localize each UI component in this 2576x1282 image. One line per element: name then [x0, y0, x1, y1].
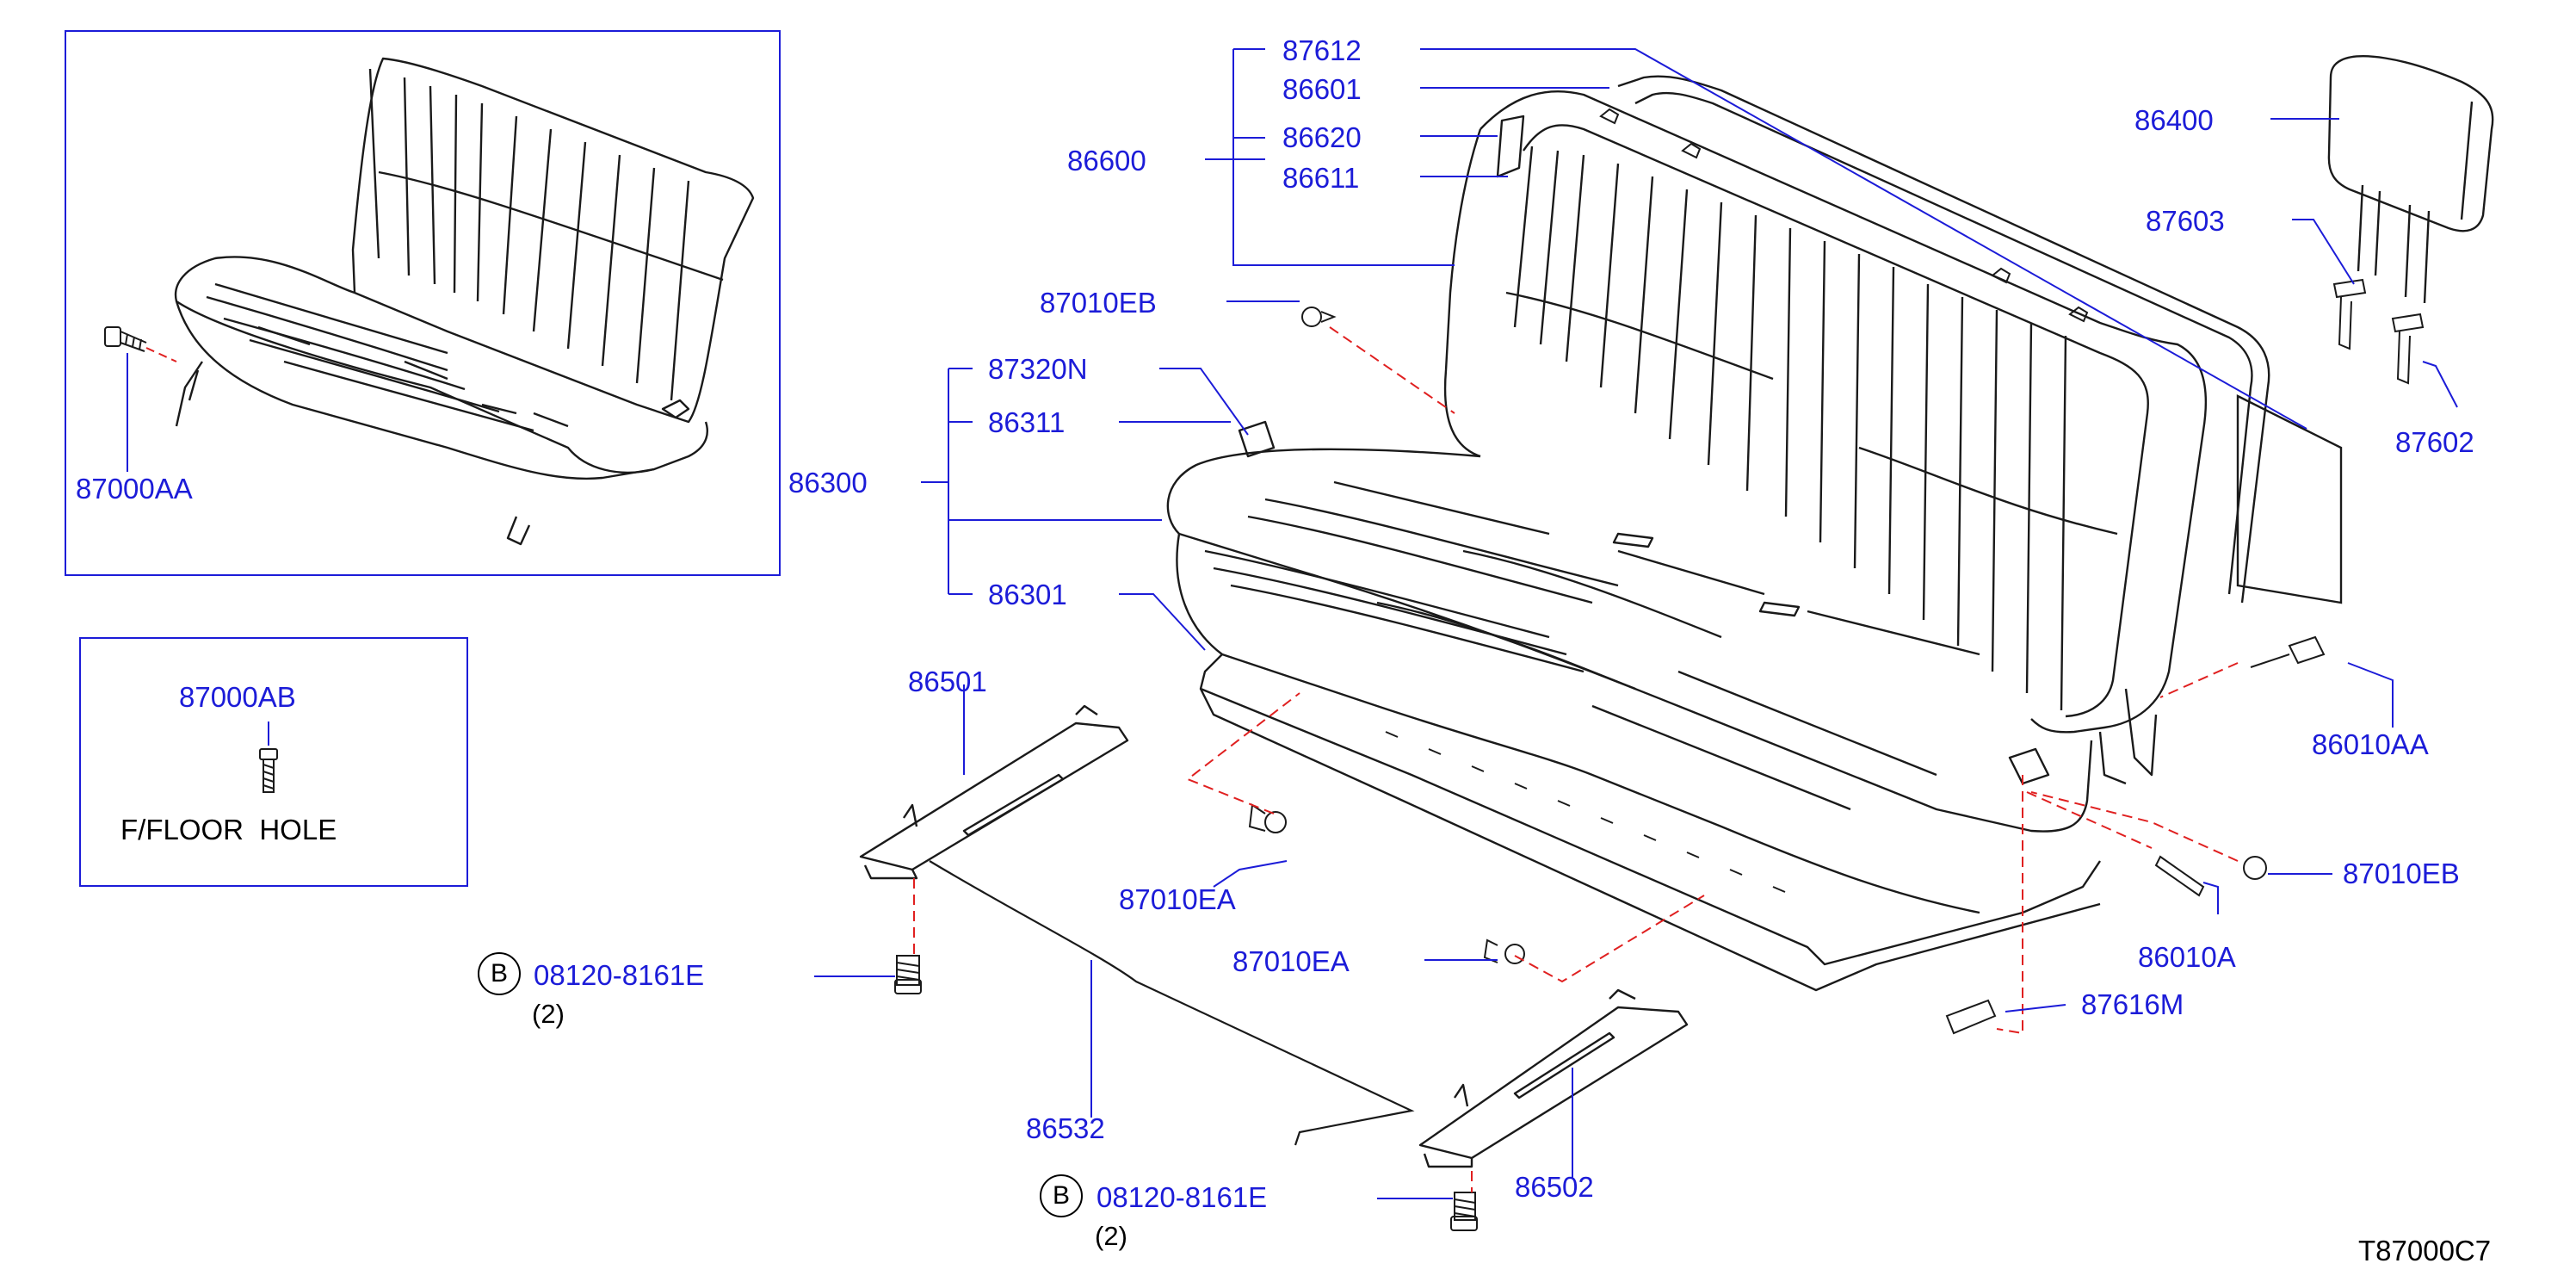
callout-86620: 86620	[1282, 121, 1362, 153]
figure-id: T87000C7	[2358, 1235, 2492, 1267]
callout-86532: 86532	[1026, 1112, 1105, 1144]
slide-rail-86501	[859, 704, 1129, 880]
back-board	[2236, 394, 2343, 604]
inset-label-87000AB: 87000AB	[179, 681, 296, 713]
bolt-b-upper	[894, 955, 922, 994]
inset-bolt-87000AA	[104, 326, 147, 352]
floor-hole-inset-frame	[79, 637, 468, 887]
callout-87603: 87603	[2146, 205, 2225, 237]
callout-87010EA-mid: 87010EA	[1232, 945, 1350, 977]
callout-86601: 86601	[1282, 73, 1362, 105]
callout-86400: 86400	[2134, 104, 2214, 136]
bolt-qty-upper: (2)	[532, 999, 565, 1029]
callout-86300: 86300	[788, 467, 868, 499]
leader-lines	[814, 48, 2458, 1199]
callout-86311: 86311	[988, 406, 1066, 438]
callout-87612: 87612	[1282, 34, 1362, 66]
callout-86502: 86502	[1515, 1171, 1594, 1203]
callout-87010EB-right: 87010EB	[2343, 858, 2460, 889]
callout-87000AA: 87000AA	[76, 473, 193, 505]
bolt-part-lower: 08120-8161E	[1096, 1181, 1268, 1213]
callout-86010A: 86010A	[2138, 941, 2236, 973]
callout-87010EA-left: 87010EA	[1119, 883, 1236, 915]
red-dashed-lines	[913, 326, 2239, 1192]
inset-seat-illustration	[174, 57, 755, 546]
inset-floor-hole-note: F/FLOOR HOLE	[120, 814, 337, 845]
rod-86532	[929, 860, 1415, 1146]
main-seat-illustration	[1166, 75, 2270, 992]
bolt-symbol-upper: B	[478, 952, 521, 995]
base-slots	[1385, 731, 1786, 893]
callout-87616M: 87616M	[2081, 988, 2184, 1020]
bolt-b-lower	[1450, 1192, 1478, 1231]
callout-86611: 86611	[1282, 162, 1360, 194]
back-clips	[1599, 108, 2089, 323]
callout-86501: 86501	[908, 666, 987, 697]
callout-87010EB-top: 87010EB	[1040, 287, 1157, 319]
bolt-symbol-lower: B	[1040, 1174, 1083, 1217]
floor-hole-bolt	[259, 748, 278, 793]
seat-inset-frame	[65, 30, 781, 576]
slide-rail-86502	[1418, 988, 1689, 1168]
callout-86301: 86301	[988, 579, 1067, 610]
headrest-illustration	[2327, 55, 2494, 304]
bolt-qty-lower: (2)	[1095, 1221, 1127, 1251]
headrest-guides	[2332, 278, 2425, 385]
callout-86010AA: 86010AA	[2312, 728, 2429, 760]
callout-87602: 87602	[2395, 426, 2474, 458]
callout-86600: 86600	[1067, 145, 1146, 177]
bolt-part-upper: 08120-8161E	[534, 959, 705, 991]
callout-87320N: 87320N	[988, 353, 1088, 385]
inset-dashed-line	[145, 347, 177, 362]
